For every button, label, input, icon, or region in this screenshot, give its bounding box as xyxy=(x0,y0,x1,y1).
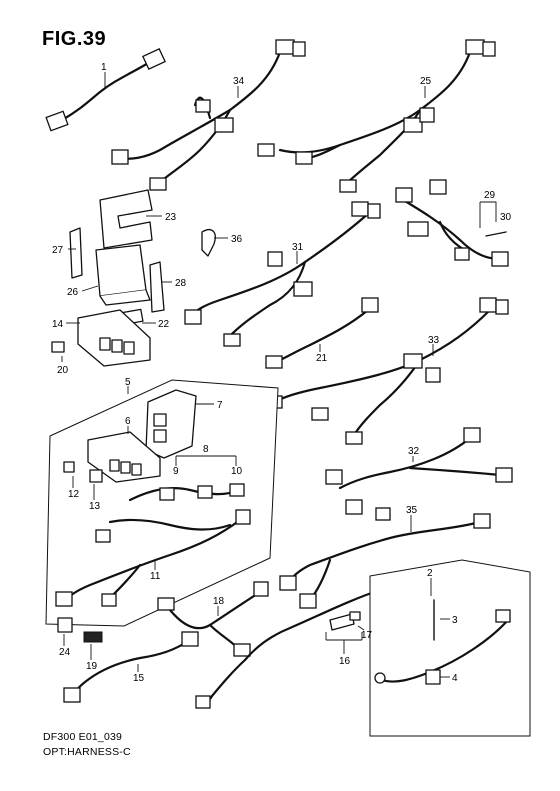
part-34-harness[interactable] xyxy=(111,39,306,191)
callout-12: 12 xyxy=(68,489,80,500)
callout-7: 7 xyxy=(217,400,223,411)
callout-19: 19 xyxy=(86,661,98,672)
part-8-harness[interactable] xyxy=(128,483,245,502)
callout-33: 33 xyxy=(428,335,440,346)
part-6-fuse-box[interactable] xyxy=(87,431,161,483)
callout-6: 6 xyxy=(125,416,131,427)
part-33-harness[interactable] xyxy=(265,297,509,445)
callout-3: 3 xyxy=(452,615,458,626)
callout-17: 17 xyxy=(361,630,373,641)
part-23-cover[interactable] xyxy=(99,189,153,249)
part-32-harness[interactable] xyxy=(325,427,513,521)
part-7-unit[interactable] xyxy=(145,389,197,459)
part-29-harness[interactable] xyxy=(395,179,509,267)
part-16-bracket[interactable] xyxy=(329,613,355,631)
part-11-harness[interactable] xyxy=(55,509,251,607)
callout-30: 30 xyxy=(500,212,512,223)
callout-26: 26 xyxy=(67,287,79,298)
part-19-grommet[interactable] xyxy=(83,631,103,643)
callout-leaders xyxy=(61,72,497,678)
callout-27: 27 xyxy=(52,245,64,256)
callout-8: 8 xyxy=(203,444,209,455)
callout-14: 14 xyxy=(52,319,64,330)
callout-numbers: 1 34 25 23 27 36 31 29 30 28 26 22 14 21… xyxy=(52,62,512,684)
callout-24: 24 xyxy=(59,647,71,658)
long-cable[interactable] xyxy=(195,588,382,709)
callout-21: 21 xyxy=(316,353,328,364)
part-1-harness[interactable] xyxy=(45,47,166,132)
callout-23: 23 xyxy=(165,212,177,223)
callout-20: 20 xyxy=(57,365,69,376)
callout-10: 10 xyxy=(231,466,243,477)
part-26-module[interactable] xyxy=(95,244,151,306)
callout-32: 32 xyxy=(408,446,420,457)
figure-title: FIG.39 xyxy=(42,28,107,50)
part-35-harness[interactable] xyxy=(279,513,491,609)
part-12-fuse[interactable] xyxy=(63,461,75,473)
part-15-harness[interactable] xyxy=(63,631,199,703)
part-20-bolt[interactable] xyxy=(51,341,65,353)
callout-22: 22 xyxy=(158,319,170,330)
part-24-cap[interactable] xyxy=(57,617,73,633)
part-25-harness[interactable] xyxy=(257,39,496,193)
part-21-harness[interactable] xyxy=(265,297,379,369)
part-30-tie[interactable] xyxy=(485,231,507,237)
callout-4: 4 xyxy=(452,673,458,684)
figure-code: DF300 E01_039 xyxy=(43,731,123,743)
callout-35: 35 xyxy=(406,505,418,516)
part-17-clip[interactable] xyxy=(349,611,361,621)
group-2-box xyxy=(369,559,531,737)
part-27-bracket[interactable] xyxy=(69,227,83,279)
part-28-bracket[interactable] xyxy=(149,261,165,313)
part-31-harness[interactable] xyxy=(184,201,381,347)
callout-5: 5 xyxy=(125,377,131,388)
callout-28: 28 xyxy=(175,278,187,289)
callout-15: 15 xyxy=(133,673,145,684)
callout-2: 2 xyxy=(427,568,433,579)
callout-36: 36 xyxy=(231,234,243,245)
callout-29: 29 xyxy=(484,190,496,201)
figure-subtitle: OPT:HARNESS-C xyxy=(43,746,131,758)
part-14-relay-box[interactable] xyxy=(77,309,151,367)
callout-1: 1 xyxy=(101,62,107,73)
part-18-harness[interactable] xyxy=(157,581,269,657)
callout-18: 18 xyxy=(213,596,225,607)
part-13-relay[interactable] xyxy=(89,469,103,483)
callout-31: 31 xyxy=(292,242,304,253)
callout-34: 34 xyxy=(233,76,245,87)
callout-25: 25 xyxy=(420,76,432,87)
callout-13: 13 xyxy=(89,501,101,512)
callout-11: 11 xyxy=(150,571,161,582)
part-4-terminal[interactable] xyxy=(425,669,441,685)
callout-9: 9 xyxy=(173,466,179,477)
callout-16: 16 xyxy=(339,656,351,667)
part-36-clip[interactable] xyxy=(201,229,216,257)
